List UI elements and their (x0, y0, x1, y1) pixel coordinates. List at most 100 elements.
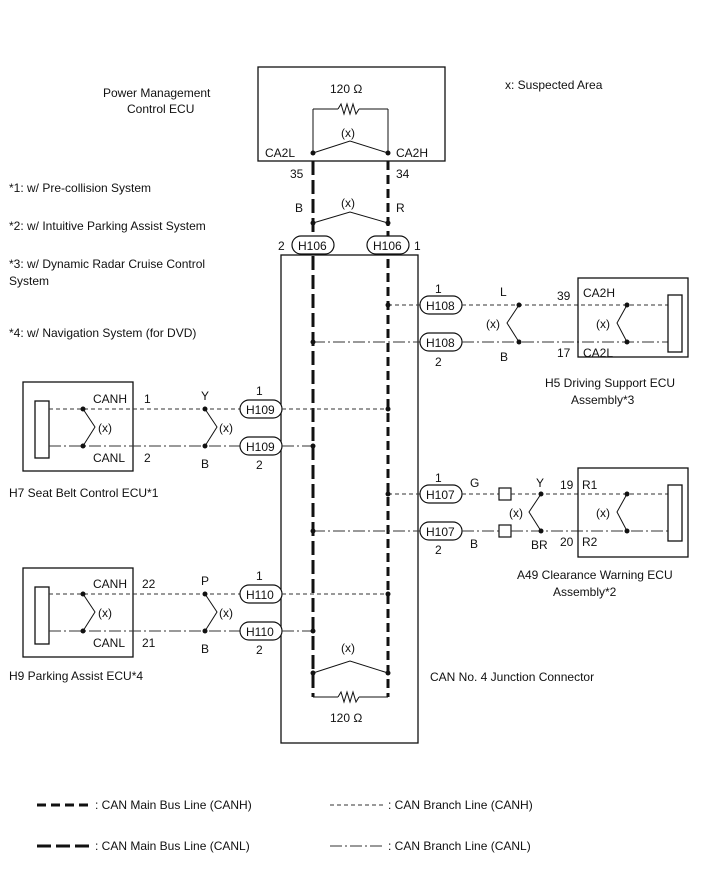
clearance-warning-ecu-name-line2: Assembly*2 (553, 585, 617, 599)
h106-connector-left (291, 235, 335, 255)
h108-top-label: H108 (426, 299, 455, 313)
h107-pin-2: 2 (435, 543, 442, 557)
junction-resistor-label: 120 Ω (330, 711, 362, 725)
h5-ecu-module-icon (667, 294, 683, 353)
parking-assist-ecu-group: CANH CANL (x) 22 21 P B (x) H110 1 H110 … (9, 567, 391, 683)
junction-resistor-icon (337, 690, 360, 704)
a49-wire-color-b: B (470, 537, 478, 551)
clearance-warning-ecu-group: H107 1 H107 2 G B Y BR (x) 19 20 R1 R2 (… (310, 467, 689, 599)
a49-pin-19: 19 (560, 478, 574, 492)
h7-ecu-suspected-mark: (x) (98, 421, 112, 435)
power-ecu-suspected-mark: (x) (341, 126, 355, 140)
h9-pin-canl: CANL (93, 636, 125, 650)
junction-connector-name: CAN No. 4 Junction Connector (430, 670, 594, 684)
h7-ecu-module-icon (34, 400, 50, 459)
a49-ecu-suspected-mark: (x) (596, 506, 610, 520)
h9-wire-suspected-mark: (x) (219, 606, 233, 620)
h5-wire-suspected-mark: (x) (486, 317, 500, 331)
seat-belt-ecu-group: CANH CANL (x) 1 2 Y B (x) H109 1 H109 2 … (9, 381, 391, 500)
h7-pin-canl: CANL (93, 451, 125, 465)
h109-pin-1: 1 (256, 384, 263, 398)
driving-support-ecu-name-line1: H5 Driving Support ECU (545, 376, 675, 390)
power-ecu-name-line1: Power Management (103, 86, 211, 100)
h110-pin-1: 1 (256, 569, 263, 583)
power-ecu-box (257, 66, 446, 162)
h110-top-label: H110 (246, 588, 274, 602)
h109-pin-2: 2 (256, 458, 263, 472)
h5-pin-39: 39 (557, 289, 571, 303)
h7-pin-canh: CANH (93, 392, 127, 406)
a49-pin-r2: R2 (582, 535, 598, 549)
h9-pin-22: 22 (142, 577, 156, 591)
h5-wire-color-b: B (500, 350, 508, 364)
h106-connector-right (366, 235, 410, 255)
h108-bottom-label: H108 (426, 336, 455, 350)
a49-splice-top (498, 487, 512, 501)
h106-left-pin: 2 (278, 239, 285, 253)
h9-wire-color-b: B (201, 642, 209, 656)
power-ecu-resistor-label: 120 Ω (330, 82, 362, 96)
power-ecu-name-line2: Control ECU (127, 102, 194, 116)
driving-support-ecu-group: H108 1 H108 2 L B (x) 39 17 CA2H CA2L (x… (310, 277, 689, 407)
h107-bottom-label: H107 (426, 525, 455, 539)
seat-belt-ecu-name: H7 Seat Belt Control ECU*1 (9, 486, 159, 500)
power-ecu-resistor-icon (337, 102, 360, 116)
h7-pin-2: 2 (144, 451, 151, 465)
h106-right-pin: 1 (414, 239, 421, 253)
h109-bottom-label: H109 (246, 440, 275, 454)
junction-terminator: (x) 120 Ω (310, 641, 391, 725)
driving-support-ecu-box (577, 277, 689, 358)
h108-pin-1: 1 (435, 282, 442, 296)
h9-wire-color-p: P (201, 574, 209, 588)
parking-assist-ecu-box (22, 567, 134, 658)
h107-pin-1: 1 (435, 471, 442, 485)
h106-suspected-mark: (x) (341, 196, 355, 210)
power-ecu-pin-ca2l: CA2L (265, 146, 295, 160)
h109-top-label: H109 (246, 403, 275, 417)
legend-branch-canh: : CAN Branch Line (CANH) (388, 798, 533, 812)
note-4: *4: w/ Navigation System (for DVD) (9, 326, 196, 340)
seat-belt-ecu-box (22, 381, 134, 472)
h5-pin-ca2h: CA2H (583, 286, 615, 300)
power-ecu-pin-35: 35 (290, 167, 304, 181)
legend-branch-canl: : CAN Branch Line (CANL) (388, 839, 531, 853)
power-ecu-pin-34: 34 (396, 167, 410, 181)
clearance-warning-ecu-name-line1: A49 Clearance Warning ECU (517, 568, 673, 582)
note-3-line2: System (9, 274, 49, 288)
a49-wire-color-br: BR (531, 538, 548, 552)
h5-pin-17: 17 (557, 346, 571, 360)
clearance-warning-ecu-box (577, 467, 689, 558)
h110-pin-2: 2 (256, 643, 263, 657)
a49-wire-color-y: Y (536, 476, 544, 490)
a49-splice-bottom (498, 524, 512, 538)
h9-pin-21: 21 (142, 636, 156, 650)
h7-wire-color-y: Y (201, 389, 209, 403)
legend-main-canl: : CAN Main Bus Line (CANL) (95, 839, 250, 853)
h9-ecu-module-icon (34, 586, 50, 645)
h110-bottom-label: H110 (246, 625, 274, 639)
h106-left-label: H106 (298, 239, 327, 253)
note-1: *1: w/ Pre-collision System (9, 181, 151, 195)
h5-wire-color-l: L (500, 285, 507, 299)
note-3-line1: *3: w/ Dynamic Radar Cruise Control (9, 257, 205, 271)
h106-right-label: H106 (373, 239, 402, 253)
h107-top-label: H107 (426, 488, 455, 502)
junction-suspected-mark: (x) (341, 641, 355, 655)
legend: : CAN Main Bus Line (CANH) : CAN Main Bu… (37, 798, 533, 853)
a49-pin-r1: R1 (582, 478, 598, 492)
suspected-area-note: x: Suspected Area (505, 78, 603, 92)
h108-pin-2: 2 (435, 355, 442, 369)
driving-support-ecu-name-line2: Assembly*3 (571, 393, 635, 407)
h7-wire-color-b: B (201, 457, 209, 471)
legend-main-canh: : CAN Main Bus Line (CANH) (95, 798, 252, 812)
h106-wire-color-r: R (396, 201, 405, 215)
h7-pin-1: 1 (144, 392, 151, 406)
note-2: *2: w/ Intuitive Parking Assist System (9, 219, 206, 233)
a49-wire-suspected-mark: (x) (509, 506, 523, 520)
a49-pin-20: 20 (560, 535, 574, 549)
can-junction-connector-box (280, 254, 419, 744)
h5-pin-ca2l: CA2L (583, 346, 613, 360)
a49-wire-color-g: G (470, 476, 479, 490)
h7-wire-suspected-mark: (x) (219, 421, 233, 435)
